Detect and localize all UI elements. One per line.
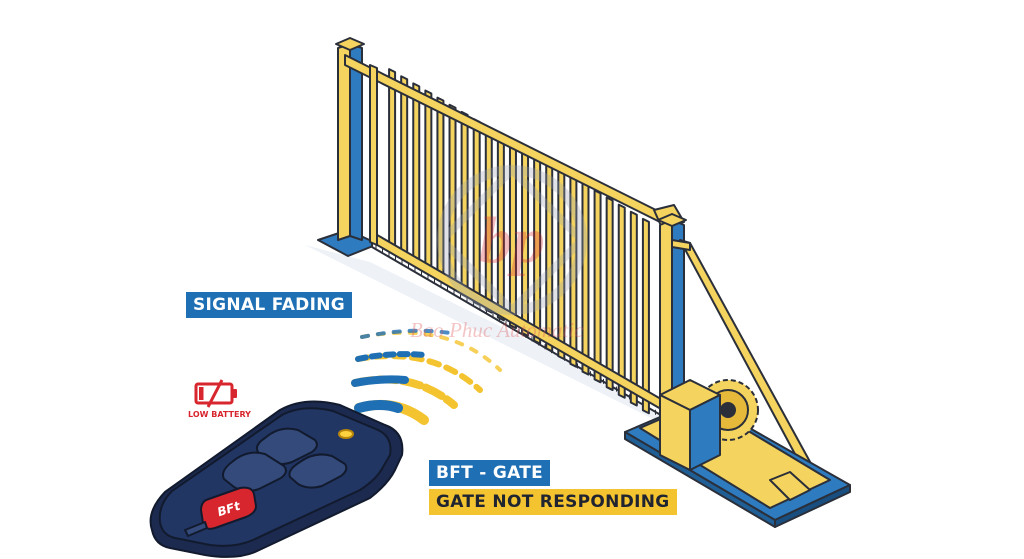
base-stop (769, 471, 811, 501)
right-post-cap (657, 213, 687, 227)
signal-fading-label: SIGNAL FADING (186, 292, 352, 318)
remote-led[interactable] (338, 429, 354, 439)
remote-button-1[interactable] (255, 427, 318, 466)
motor-box-side (689, 394, 721, 471)
frame-left (369, 64, 378, 246)
right-base-plate-edge2 (774, 484, 851, 528)
left-post-cap (335, 37, 365, 51)
watermark-logo: bp (436, 164, 588, 316)
gate-not-responding-label: GATE NOT RESPONDING (429, 489, 677, 515)
sliding-gate (317, 37, 851, 528)
watermark-logo-text: bp (479, 204, 545, 277)
remote-control: BFt (149, 400, 404, 558)
gate-bar (605, 196, 614, 392)
gate-bar (581, 182, 590, 376)
gate-bar (629, 210, 638, 407)
remote-button-2[interactable] (222, 451, 287, 493)
low-battery-icon (194, 379, 237, 408)
gate-bar (424, 89, 433, 275)
watermark-text: Bao Phuc Automatic (410, 318, 584, 342)
left-post (337, 43, 351, 241)
brace-joint (671, 239, 691, 251)
gate-bar (593, 189, 602, 384)
battery-fill (199, 387, 204, 400)
gate-bar (388, 68, 397, 252)
drive-gear-axle (720, 402, 736, 418)
remote-keyring-slot (184, 521, 208, 537)
gate-bar (617, 203, 626, 399)
signal-waves-icon (351, 328, 502, 425)
remote-logo-badge: BFt (200, 486, 257, 530)
gate-bar (400, 75, 409, 260)
gate-bar (412, 82, 421, 268)
remote-button-3[interactable] (288, 453, 348, 489)
low-battery-label: LOW BATTERY (188, 410, 251, 419)
gate-bar (641, 217, 650, 415)
bft-gate-label: BFT - GATE (429, 460, 551, 486)
